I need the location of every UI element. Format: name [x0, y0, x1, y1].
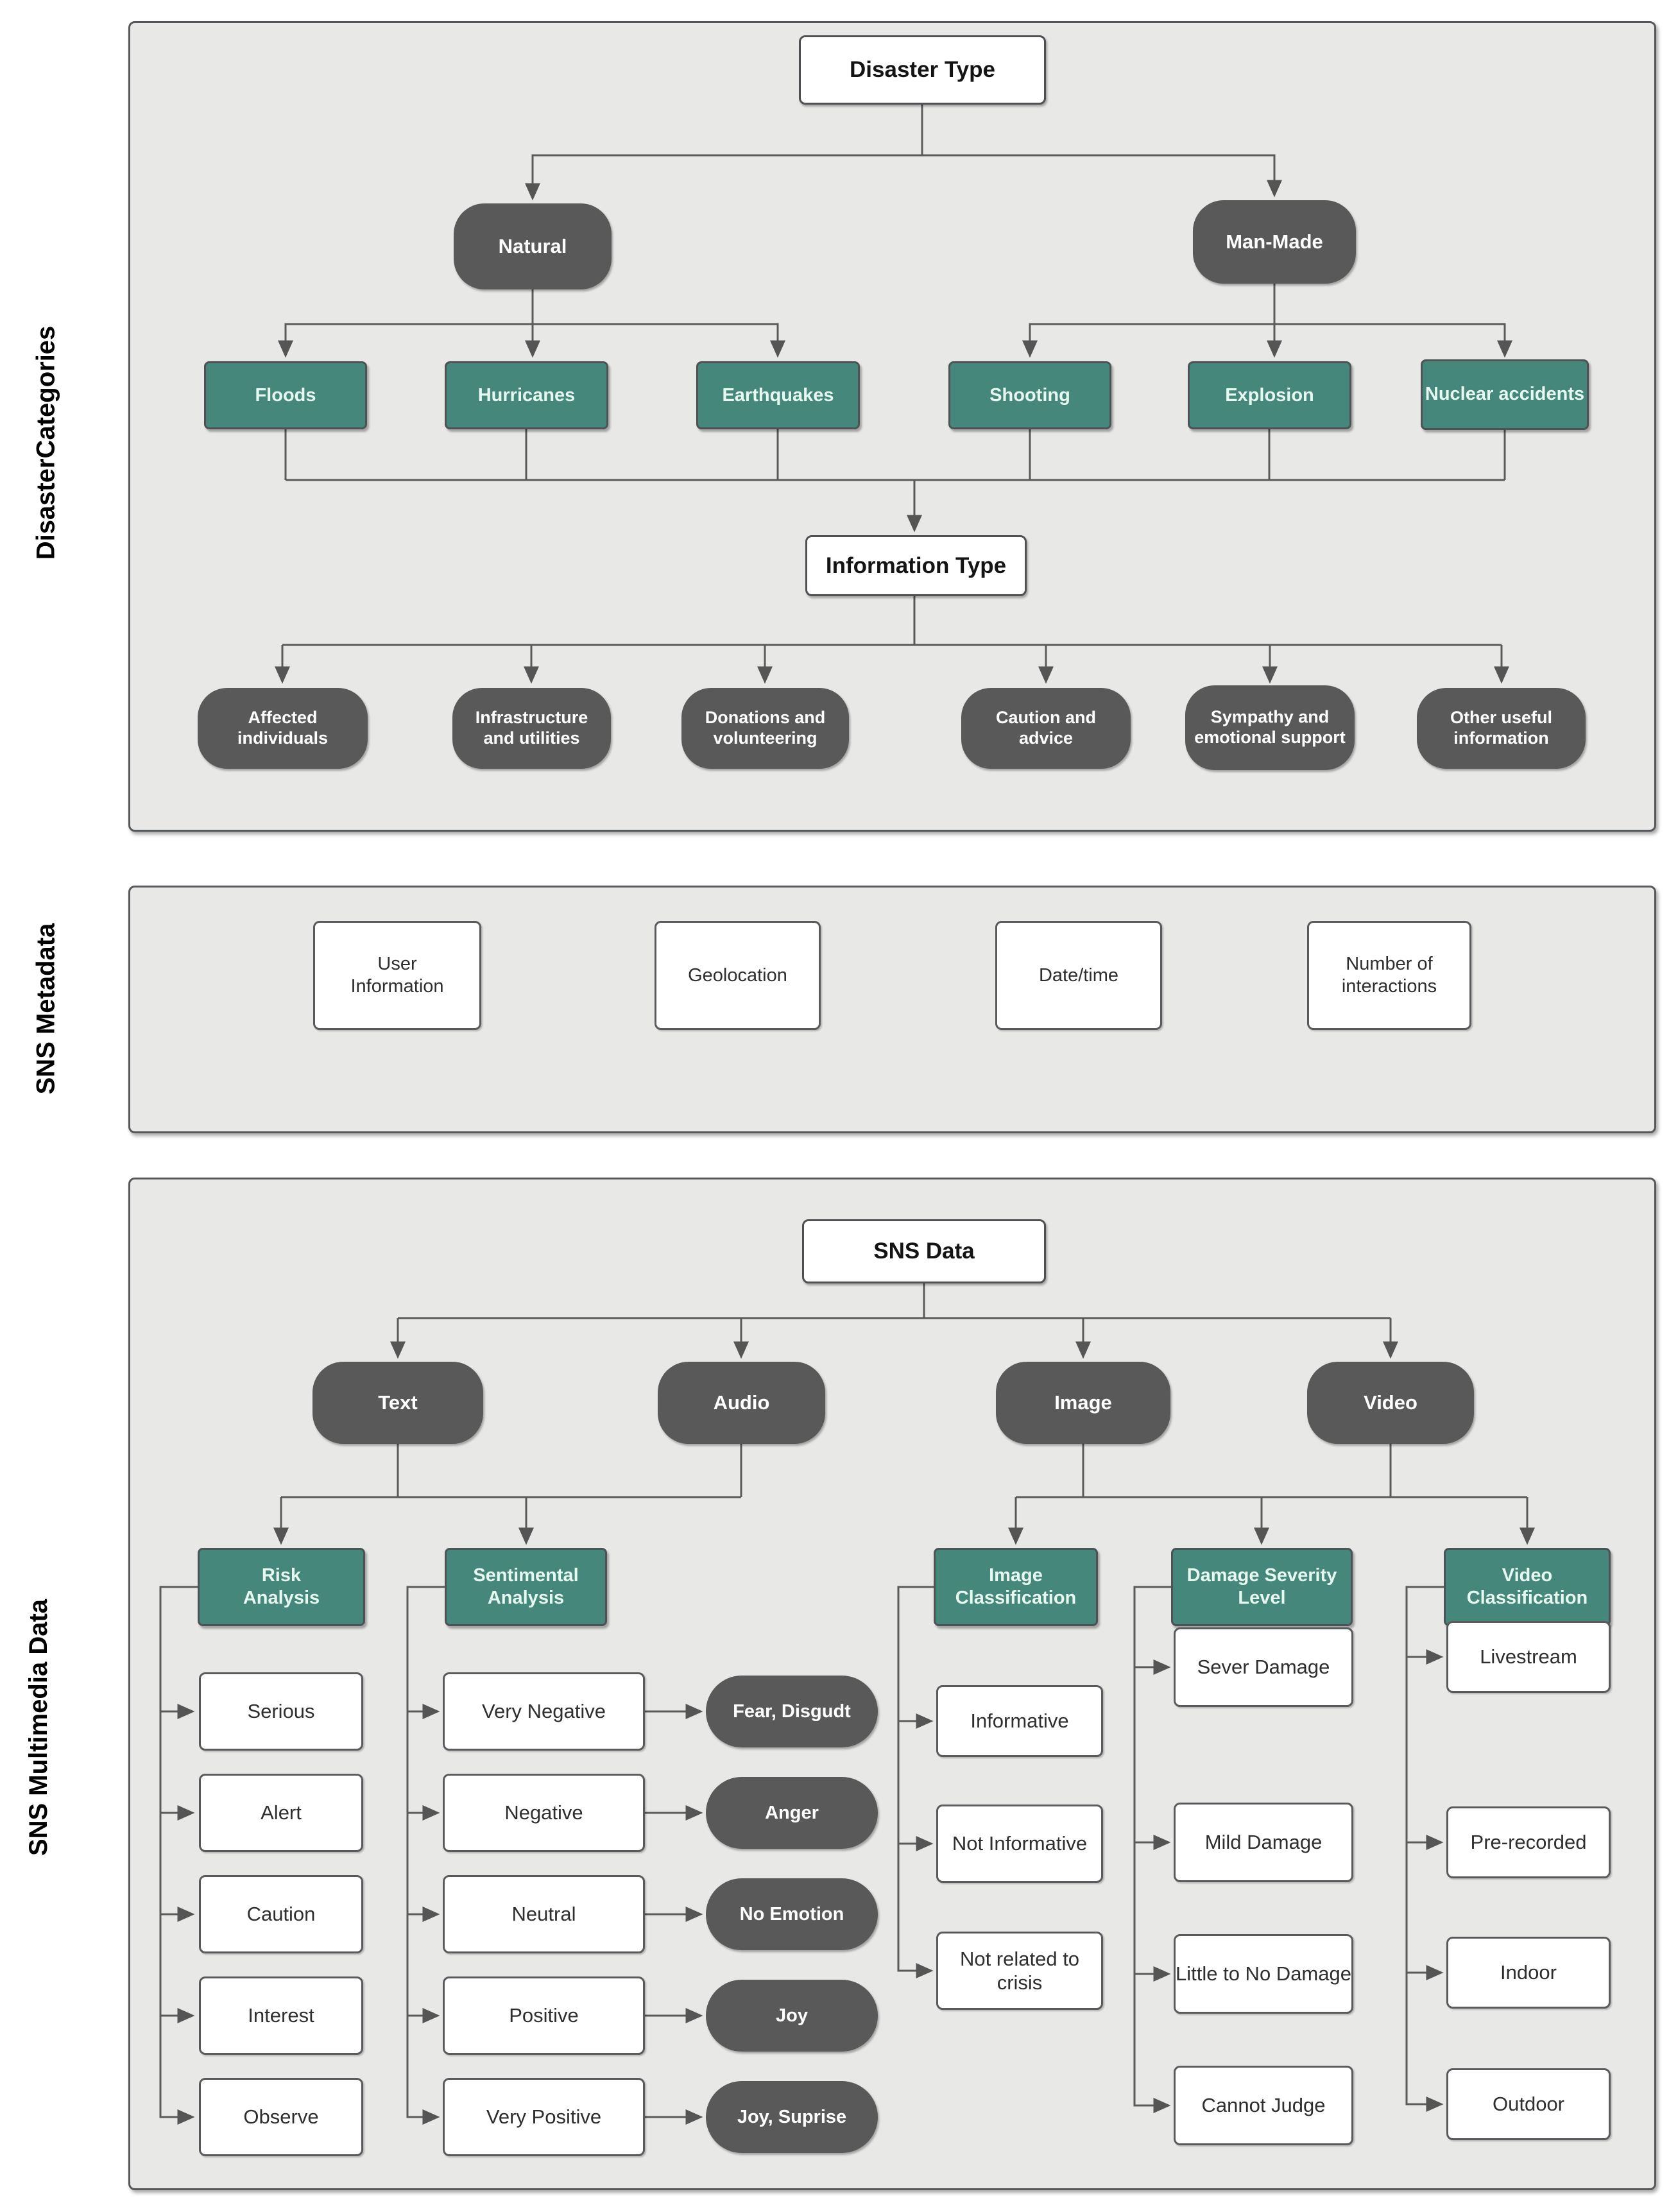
node-other-useful-information: Other useful information [1417, 688, 1586, 769]
node-mild-damage: Mild Damage [1174, 1803, 1353, 1882]
side-label-sns-metadata: SNS Metadata [31, 923, 60, 1095]
node-sympathy-support: Sympathy and emotional support [1185, 685, 1355, 770]
node-video-classification: Video Classification [1444, 1548, 1611, 1626]
node-user-information: User Information [313, 921, 481, 1030]
node-sns-data: SNS Data [802, 1219, 1046, 1283]
node-nuclear-accidents: Nuclear accidents [1421, 359, 1589, 430]
node-cannot-judge: Cannot Judge [1174, 2066, 1353, 2145]
node-no-emotion: No Emotion [706, 1878, 878, 1950]
node-indoor: Indoor [1446, 1937, 1611, 2009]
node-hurricanes: Hurricanes [445, 361, 608, 429]
node-joy: Joy [706, 1980, 878, 2052]
node-image: Image [996, 1362, 1170, 1444]
node-sentimental-analysis: Sentimental Analysis [445, 1548, 607, 1626]
node-donations-volunteering: Donations and volunteering [681, 688, 849, 769]
node-video: Video [1307, 1362, 1474, 1444]
node-neutral: Neutral [443, 1875, 645, 1953]
node-fear-disgust: Fear, Disgudt [706, 1676, 878, 1747]
node-floods: Floods [204, 361, 367, 429]
node-infrastructure-utilities: Infrastructure and utilities [452, 688, 611, 769]
node-alert: Alert [199, 1774, 363, 1852]
node-very-negative: Very Negative [443, 1672, 645, 1751]
node-shooting: Shooting [948, 361, 1111, 429]
node-observe: Observe [199, 2078, 363, 2156]
node-negative: Negative [443, 1774, 645, 1852]
node-natural: Natural [454, 203, 612, 289]
node-not-related-to-crisis: Not related to crisis [936, 1932, 1103, 2010]
node-anger: Anger [706, 1777, 878, 1849]
node-information-type: Information Type [805, 535, 1027, 596]
node-geolocation: Geolocation [655, 921, 821, 1030]
node-little-to-no-damage: Little to No Damage [1174, 1934, 1353, 2014]
node-severe-damage: Sever Damage [1174, 1627, 1353, 1707]
node-disaster-type: Disaster Type [799, 35, 1046, 105]
node-outdoor: Outdoor [1446, 2068, 1611, 2140]
node-informative: Informative [936, 1685, 1103, 1757]
node-man-made: Man-Made [1193, 200, 1356, 284]
node-livestream: Livestream [1446, 1621, 1611, 1693]
node-risk-analysis: Risk Analysis [198, 1548, 365, 1626]
node-pre-recorded: Pre-recorded [1446, 1806, 1611, 1878]
node-earthquakes: Earthquakes [696, 361, 860, 429]
node-text: Text [312, 1362, 483, 1444]
node-image-classification: Image Classification [934, 1548, 1098, 1626]
node-number-of-interactions: Number of interactions [1307, 921, 1471, 1030]
node-serious: Serious [199, 1672, 363, 1751]
side-label-sns-multimedia: SNS Multimedia Data [24, 1599, 53, 1856]
node-caution-advice: Caution and advice [961, 688, 1131, 769]
node-very-positive: Very Positive [443, 2078, 645, 2156]
node-damage-severity-level: Damage Severity Level [1171, 1548, 1353, 1626]
node-caution: Caution [199, 1875, 363, 1953]
node-explosion: Explosion [1188, 361, 1351, 429]
node-not-informative: Not Informative [936, 1805, 1103, 1883]
node-affected-individuals: Affected individuals [198, 688, 368, 769]
node-positive: Positive [443, 1976, 645, 2055]
node-date-time: Date/time [995, 921, 1162, 1030]
node-audio: Audio [658, 1362, 825, 1444]
node-joy-surprise: Joy, Suprise [706, 2081, 878, 2153]
side-label-disaster-categories: DisasterCategories [31, 325, 60, 560]
node-interest: Interest [199, 1976, 363, 2055]
